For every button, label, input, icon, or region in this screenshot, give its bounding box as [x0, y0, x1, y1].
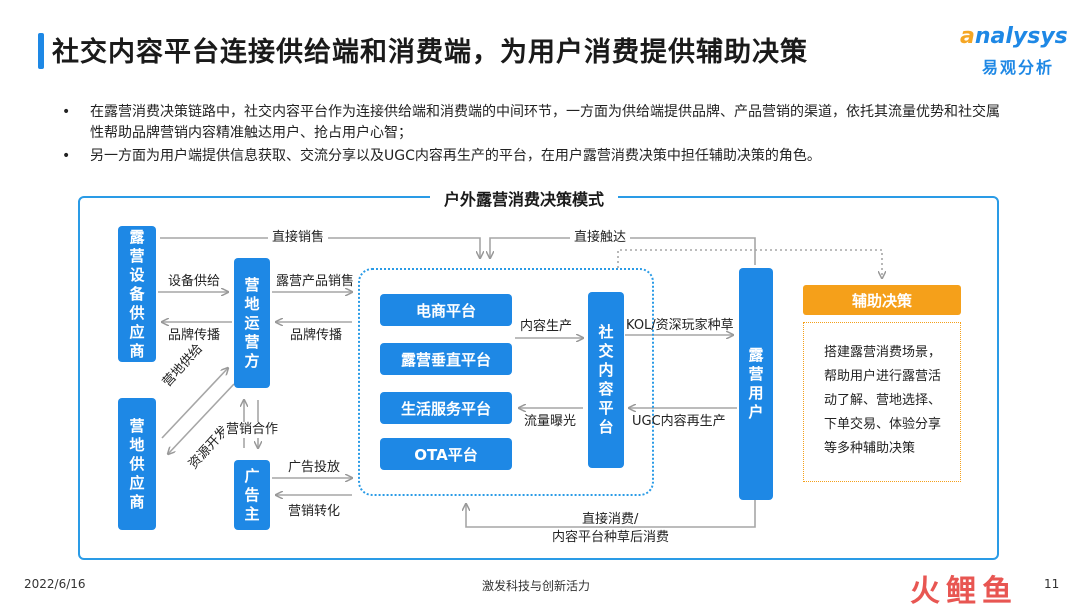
arrow-direct-sales — [160, 237, 480, 258]
node-equipment-supplier: 露营设备供应商 — [118, 226, 156, 362]
bullet-item: • 另一方面为用户端提供信息获取、交流分享以及UGC内容再生产的平台，在用户露营… — [62, 146, 1012, 167]
title-accent-bar — [38, 33, 44, 69]
node-life-service: 生活服务平台 — [380, 392, 512, 424]
arrow-campsite-supply — [161, 368, 228, 439]
arrow-direct-consume — [466, 500, 756, 528]
analysys-logo: analysys 易观分析 — [960, 24, 1068, 80]
node-ota: OTA平台 — [380, 438, 512, 470]
bullet-item: • 在露营消费决策链路中，社交内容平台作为连接供给端和消费端的中间环节，一方面为… — [62, 102, 1012, 144]
node-ecommerce: 电商平台 — [380, 294, 512, 326]
node-vertical: 露营垂直平台 — [380, 343, 512, 375]
label-ad-placement: 广告投放 — [288, 460, 341, 475]
assist-decision-title: 辅助决策 — [803, 285, 961, 315]
label-direct-consume-2: 内容平台种草后消费 — [550, 530, 672, 546]
node-advertiser: 广告主 — [234, 460, 270, 530]
bullet-dot: • — [62, 148, 71, 164]
node-camping-user: 露营用户 — [739, 268, 773, 500]
assist-line: 搭建露营消费场景， — [824, 345, 942, 360]
label-brand-spread-1: 品牌传播 — [168, 328, 221, 343]
page-number: 11 — [1044, 577, 1060, 591]
assist-line: 帮助用户进行露营活 — [824, 369, 942, 384]
assist-line: 下单交易、体验分享 — [824, 417, 942, 432]
logo-chinese: 易观分析 — [982, 58, 1055, 77]
node-social-platform: 社交内容平台 — [588, 292, 624, 468]
bullet-dot: • — [62, 104, 71, 120]
assist-line: 动了解、营地选择、 — [824, 393, 942, 408]
label-brand-spread-2: 品牌传播 — [290, 328, 343, 343]
label-ugc-reproduce: UGC内容再生产 — [632, 414, 726, 429]
label-kol-seeding: KOL/资深玩家种草 — [626, 318, 734, 333]
footer-date: 2022/6/16 — [24, 577, 86, 591]
center-platforms-group — [358, 268, 654, 496]
label-marketing-coop: 营销合作 — [224, 422, 281, 438]
label-product-sales: 露营产品销售 — [276, 274, 355, 289]
watermark-logo: 火鲤鱼 — [910, 574, 1018, 609]
arrow-resource-dev — [168, 383, 235, 454]
node-campsite-operator: 营地运营方 — [234, 258, 270, 388]
label-content-production: 内容生产 — [520, 319, 573, 334]
label-traffic-exposure: 流量曝光 — [524, 414, 577, 429]
bullet-list: • 在露营消费决策链路中，社交内容平台作为连接供给端和消费端的中间环节，一方面为… — [62, 102, 1012, 169]
label-direct-consume-1: 直接消费/ — [582, 512, 639, 527]
label-equipment-supply: 设备供给 — [168, 274, 221, 289]
arrow-assist-decision — [617, 249, 882, 278]
assist-line: 等多种辅助决策 — [824, 441, 916, 456]
footer-slogan: 激发科技与创新活力 — [482, 579, 591, 593]
node-campsite-supplier: 营地供应商 — [118, 398, 156, 530]
logo-english: analysys — [960, 24, 1068, 49]
bullet-text: 另一方面为用户端提供信息获取、交流分享以及UGC内容再生产的平台，在用户露营消费… — [90, 148, 821, 164]
label-direct-sales: 直接销售 — [268, 230, 329, 246]
bullet-text: 在露营消费决策链路中，社交内容平台作为连接供给端和消费端的中间环节，一方面为供给… — [90, 104, 1000, 141]
label-marketing-conversion: 营销转化 — [288, 504, 341, 519]
diagram-title: 户外露营消费决策模式 — [430, 186, 619, 210]
assist-decision-box: 搭建露营消费场景， 帮助用户进行露营活 动了解、营地选择、 下单交易、体验分享 … — [803, 322, 961, 482]
label-direct-reach: 直接触达 — [570, 230, 631, 246]
page-title: 社交内容平台连接供给端和消费端，为用户消费提供辅助决策 — [52, 37, 808, 68]
